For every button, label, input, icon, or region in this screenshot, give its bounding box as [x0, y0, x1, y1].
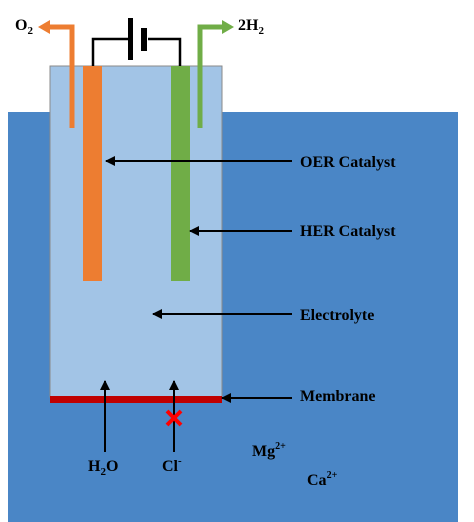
electrolyte-label: Electrolyte	[300, 307, 374, 324]
water-label: H2O	[88, 458, 118, 478]
oer-catalyst-label: OER Catalyst	[300, 154, 396, 171]
chloride-label: Cl-	[162, 455, 182, 475]
oer-catalyst-electrode	[83, 66, 102, 281]
calcium-label: Ca2+	[307, 470, 338, 489]
hydrogen-label: 2H2	[238, 17, 264, 37]
circuit-wire	[91, 37, 182, 66]
oxygen-label: O2	[15, 17, 33, 37]
blocked-x-icon	[165, 409, 183, 427]
oxygen-outlet-pipe	[38, 20, 75, 128]
her-catalyst-electrode	[171, 66, 190, 281]
hydrogen-outlet-pipe	[197, 20, 234, 128]
magnesium-label: Mg2+	[252, 441, 286, 460]
her-catalyst-label: HER Catalyst	[300, 223, 396, 240]
membrane-layer	[50, 396, 222, 403]
membrane-label: Membrane	[300, 388, 376, 405]
battery-icon	[128, 18, 147, 60]
